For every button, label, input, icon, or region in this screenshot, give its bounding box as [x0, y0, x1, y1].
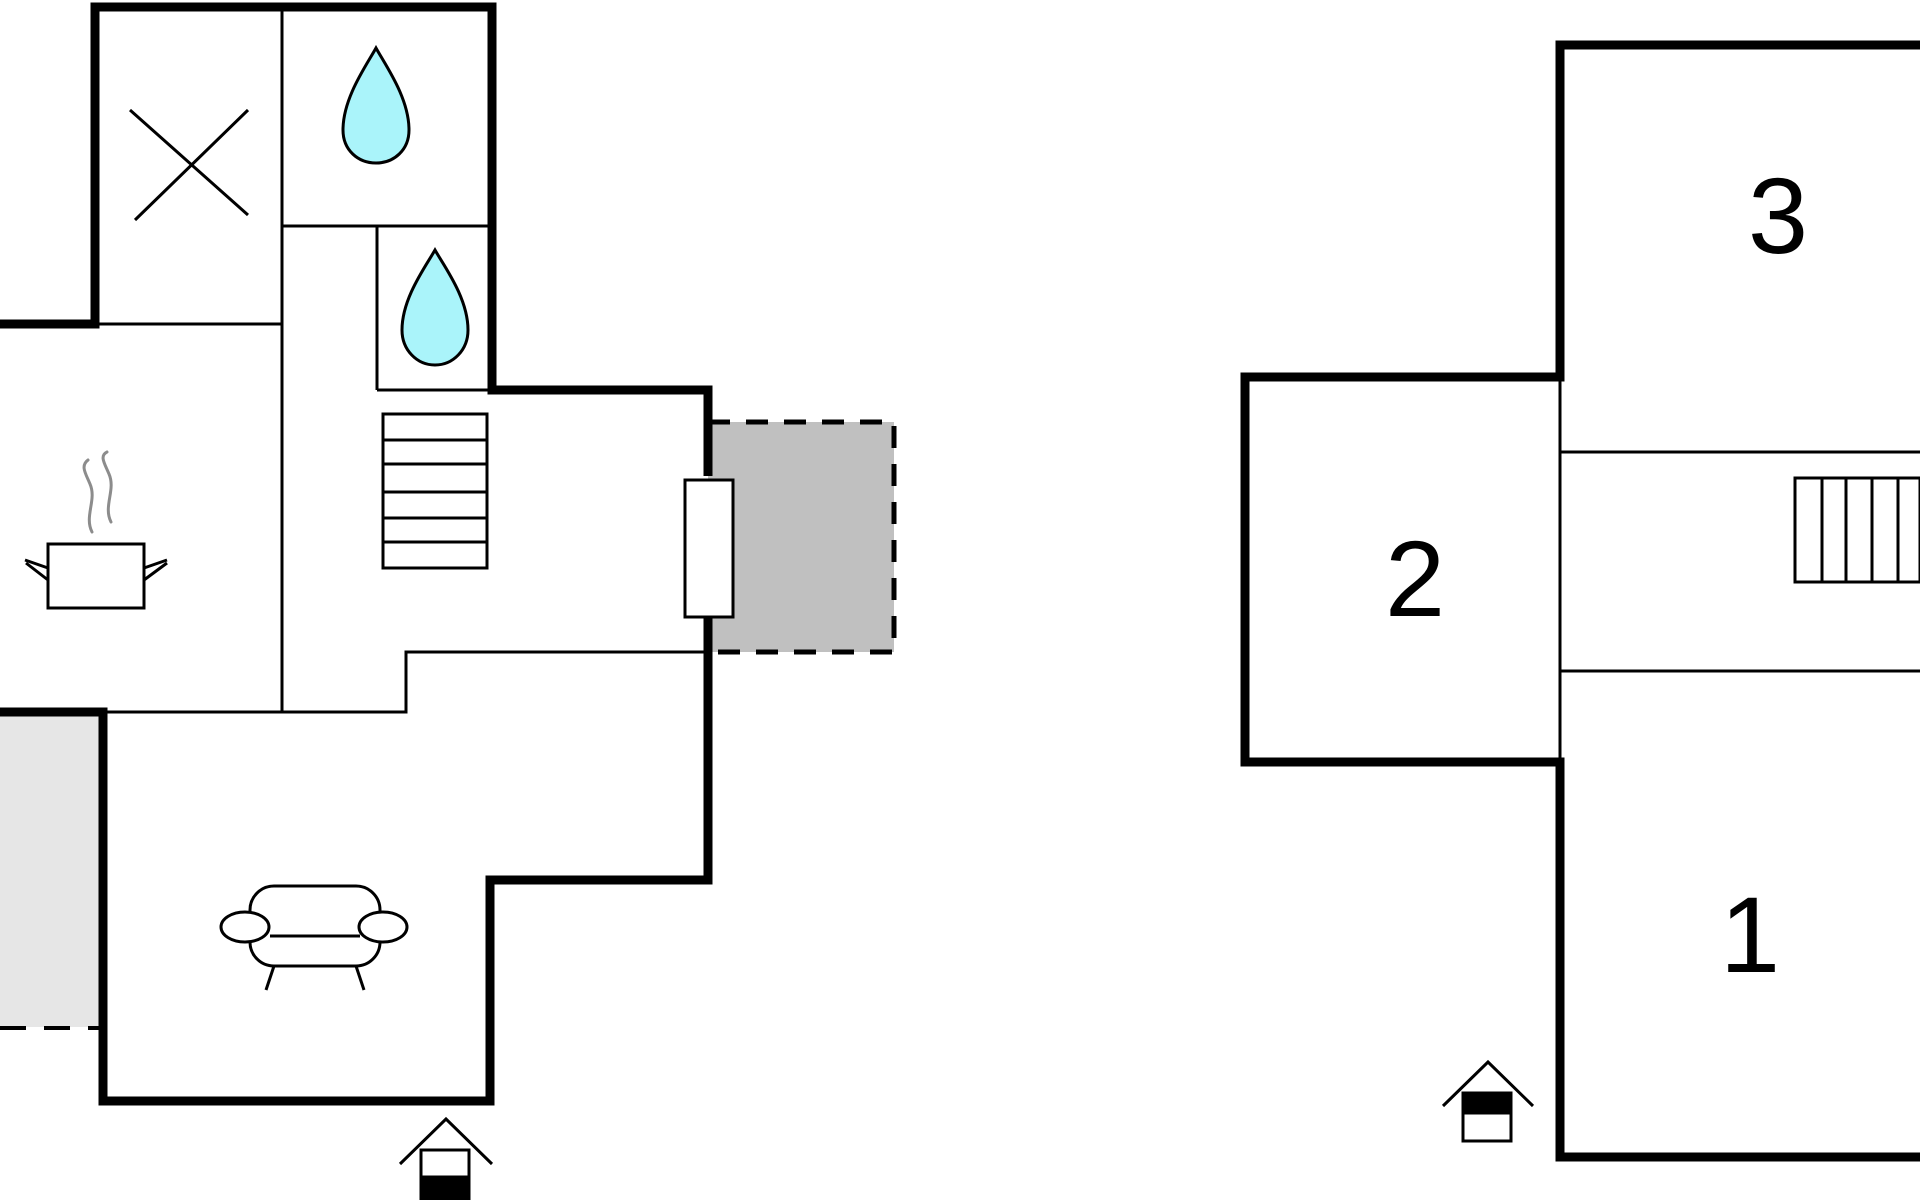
stairs-icon [381, 412, 489, 570]
door-icon [683, 478, 735, 619]
living-room-sofa-icon [219, 884, 409, 991]
interior-walls [1558, 377, 1920, 762]
stairs-icon [1793, 476, 1920, 584]
entrance-icon [1441, 1059, 1535, 1143]
room-number-2: 2 [1385, 518, 1445, 639]
terrace-dashed-outline [708, 419, 897, 655]
upper-floor-plan: 3 2 1 [1240, 40, 1920, 1162]
bathroom-water-icon [341, 44, 411, 165]
terrace-area [708, 422, 894, 652]
outer-wall-top [0, 2, 713, 476]
interior-walls [95, 7, 708, 714]
technical-room-icon [129, 108, 250, 222]
outer-wall-right [0, 616, 713, 1106]
outside-area [0, 712, 103, 1027]
entrance-icon [398, 1116, 494, 1200]
kitchen-pot-icon [24, 450, 168, 610]
outer-wall [1240, 40, 1920, 1162]
room-number-3: 3 [1748, 155, 1808, 276]
room-number-1: 1 [1720, 874, 1780, 995]
toilet-water-icon [400, 246, 470, 367]
ground-floor-plan [0, 2, 897, 1200]
